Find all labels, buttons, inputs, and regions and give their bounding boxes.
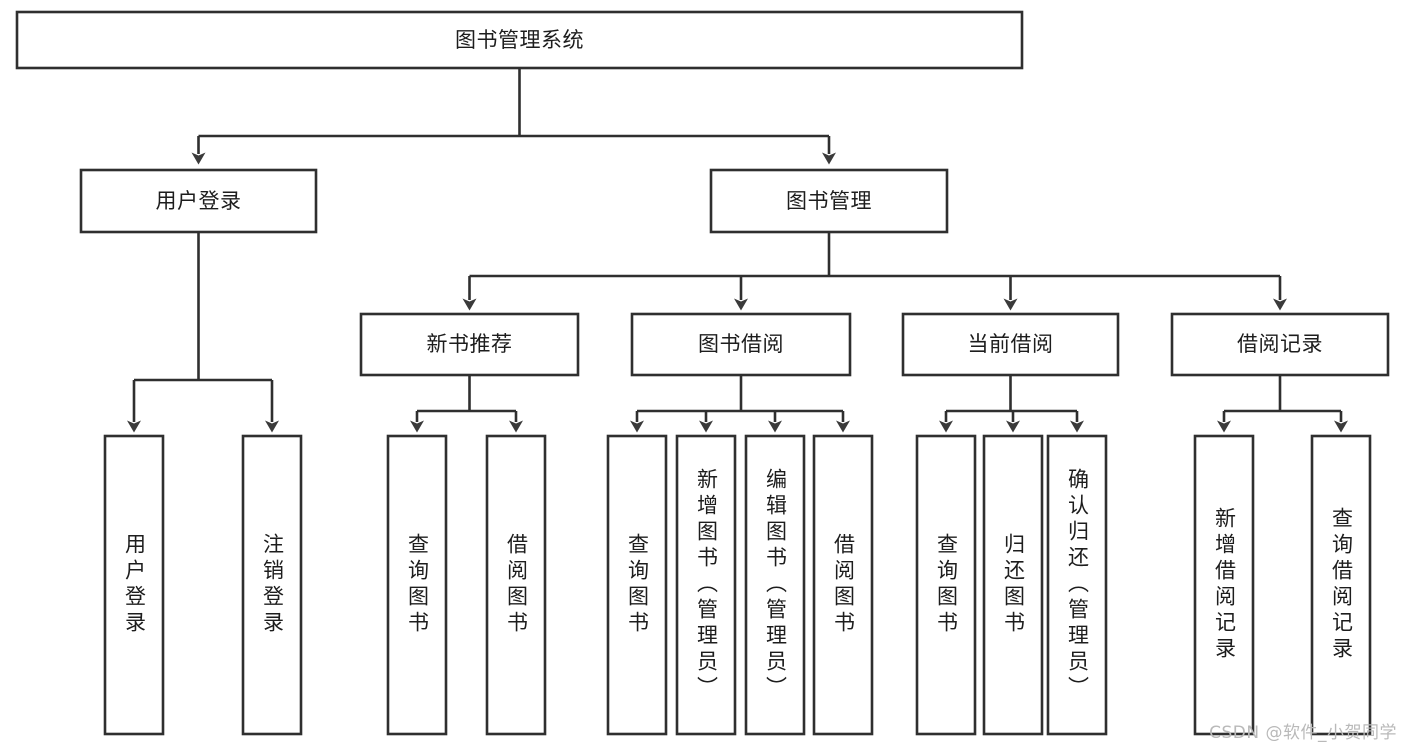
node-box-leaf-query-book-borrow[interactable]	[606, 434, 668, 736]
node-box-leaf-add-record[interactable]	[1193, 434, 1255, 736]
node-box-leaf-query-book-rec[interactable]	[386, 434, 448, 736]
node-box-user-login[interactable]	[79, 168, 318, 234]
node-box-root[interactable]	[15, 10, 1024, 70]
watermark-text: CSDN @软件_小贺同学	[1209, 723, 1397, 743]
node-box-current-borrow[interactable]	[901, 312, 1120, 377]
node-box-leaf-add-book[interactable]	[675, 434, 737, 736]
node-box-leaf-confirm-return[interactable]	[1046, 434, 1108, 736]
node-box-borrow-record[interactable]	[1170, 312, 1390, 377]
node-box-leaf-edit-book[interactable]	[744, 434, 806, 736]
node-box-leaf-query-book-current[interactable]	[915, 434, 977, 736]
connectors	[127, 68, 1348, 433]
node-box-new-book-recommend[interactable]	[359, 312, 580, 377]
node-box-leaf-query-record[interactable]	[1310, 434, 1372, 736]
node-box-book-management[interactable]	[709, 168, 949, 234]
node-boxes	[15, 10, 1390, 736]
node-box-leaf-logout[interactable]	[241, 434, 303, 736]
node-box-leaf-return-book[interactable]	[982, 434, 1044, 736]
node-box-book-borrow[interactable]	[630, 312, 852, 377]
node-box-leaf-user-login[interactable]	[103, 434, 165, 736]
node-box-leaf-borrow-book[interactable]	[812, 434, 874, 736]
node-box-leaf-borrow-book-rec[interactable]	[485, 434, 547, 736]
